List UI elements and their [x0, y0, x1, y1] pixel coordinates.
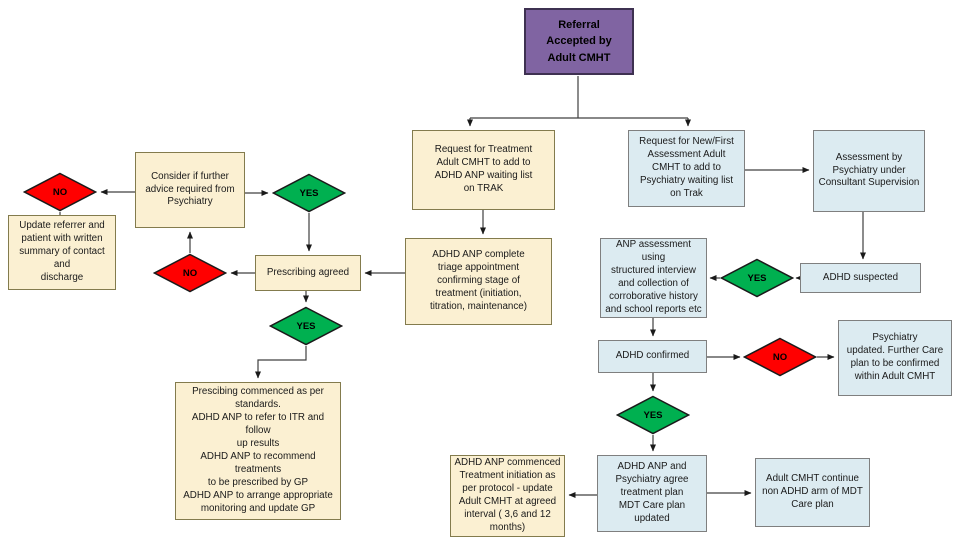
decision-yes-prescribing: YES [269, 306, 343, 346]
node-agree-treatment-plan: ADHD ANP and Psychiatry agree treatment … [597, 455, 707, 532]
decision-no-adhd-confirmed: NO [743, 337, 817, 377]
node-adhd-suspected: ADHD suspected [800, 263, 921, 293]
node-anp-assessment: ANP assessment using structured intervie… [600, 238, 707, 318]
decision-no-prescribing: NO [153, 253, 227, 293]
node-adhd-confirmed: ADHD confirmed [598, 340, 707, 373]
node-consider-further-advice: Consider if further advice required from… [135, 152, 245, 228]
decision-no-further-advice: NO [23, 172, 97, 212]
decision-label: YES [299, 187, 319, 199]
decision-label: NO [52, 186, 68, 198]
node-assessment-psychiatry: Assessment by Psychiatry under Consultan… [813, 130, 925, 212]
decision-label: YES [747, 272, 767, 284]
decision-yes-adhd-suspected: YES [720, 258, 794, 298]
node-update-referrer: Update referrer and patient with written… [8, 215, 116, 290]
decision-label: YES [643, 409, 663, 421]
node-triage-appointment: ADHD ANP complete triage appointment con… [405, 238, 552, 325]
node-psychiatry-updated: Psychiatry updated. Further Care plan to… [838, 320, 952, 396]
decision-label: NO [772, 351, 788, 363]
node-treatment-initiation-commenced: ADHD ANP commenced Treatment initiation … [450, 455, 565, 537]
node-continue-non-adhd-arm: Adult CMHT continue non ADHD arm of MDT … [755, 458, 870, 527]
decision-yes-advice: YES [272, 173, 346, 213]
node-prescribing-agreed: Prescribing agreed [255, 255, 361, 291]
node-prescibing-commenced: Prescibing commenced as per standards. A… [175, 382, 341, 520]
node-referral-accepted: Referral Accepted by Adult CMHT [524, 8, 634, 75]
decision-label: YES [296, 320, 316, 332]
node-request-assessment: Request for New/First Assessment Adult C… [628, 130, 745, 207]
decision-label: NO [182, 267, 198, 279]
node-request-treatment: Request for Treatment Adult CMHT to add … [412, 130, 555, 210]
decision-yes-adhd-confirmed: YES [616, 395, 690, 435]
